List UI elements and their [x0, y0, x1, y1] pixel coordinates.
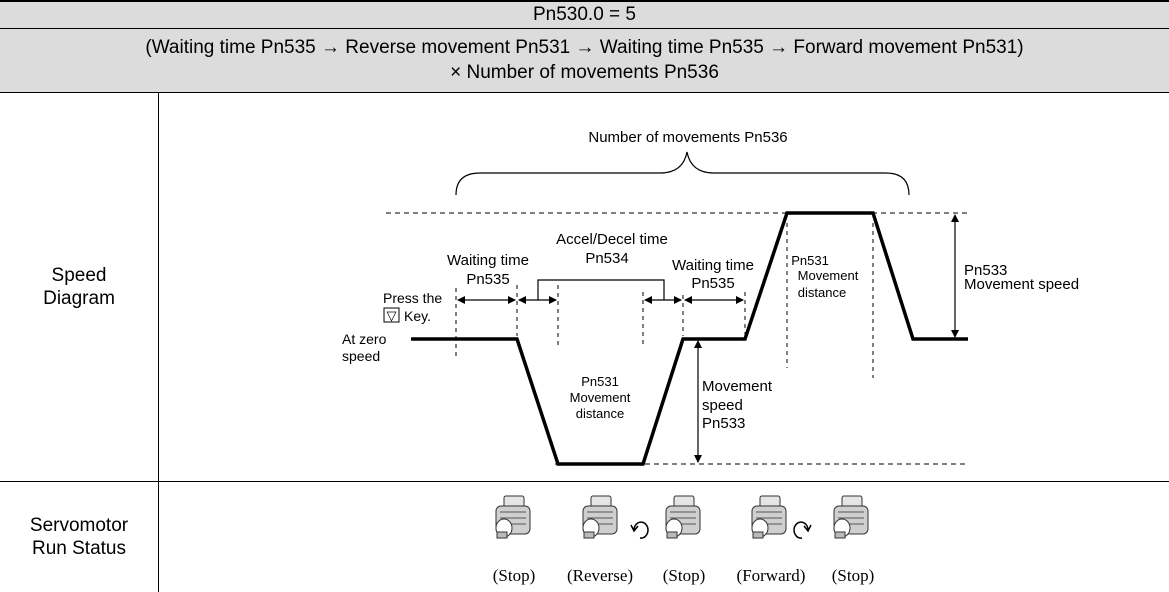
run-status-label: Servomotor Run Status	[29, 515, 129, 559]
accel-param-label: Pn534	[585, 250, 628, 267]
column-divider	[158, 93, 159, 592]
servomotor-icon	[751, 495, 787, 539]
waiting-time-label-2: Waiting time	[672, 257, 754, 274]
down-key-symbol: ▽	[387, 308, 397, 323]
forward-arrow-head	[803, 524, 812, 533]
servomotor-icon	[582, 495, 618, 539]
forward-distance-label-1: Pn531	[791, 253, 829, 268]
reverse-distance-label-2: Movement	[570, 390, 631, 405]
press-key-label-2: Key.	[404, 308, 431, 324]
right-speed-label-1: Pn533	[964, 262, 1007, 279]
forward-rotation-icon	[793, 521, 809, 539]
time-markers	[455, 223, 874, 378]
movements-brace	[455, 151, 910, 196]
reverse-arrow-head	[630, 524, 639, 533]
state-label: (Stop)	[832, 566, 875, 585]
reverse-distance-label-1: Pn531	[581, 374, 619, 389]
zero-speed-label-1: At zero	[342, 331, 387, 347]
row-divider	[0, 481, 1169, 482]
sequence-header: (Waiting time Pn535 → Reverse movement P…	[0, 29, 1169, 93]
forward-distance-label-3: distance	[798, 285, 846, 300]
accel-bracket	[537, 279, 665, 300]
right-speed-label-2: Movement speed	[964, 276, 1079, 293]
state-label: (Reverse)	[567, 566, 633, 585]
forward-distance-label-2: Movement	[798, 268, 859, 283]
movements-label: Number of movements Pn536	[588, 129, 787, 146]
speed-profile	[411, 211, 968, 466]
movement-speed-label-1: Movement	[702, 378, 773, 395]
mode-title: Pn530.0 = 5	[532, 4, 636, 25]
zero-speed-label-2: speed	[342, 348, 380, 364]
state-label: (Forward)	[737, 566, 806, 585]
speed-diagram-label: Speed Diagram	[43, 265, 115, 309]
time-arrows	[457, 214, 959, 463]
state-label: (Stop)	[493, 566, 536, 585]
waiting-param-label-2: Pn535	[691, 275, 734, 292]
reverse-distance-label-3: distance	[576, 406, 624, 421]
waiting-param-label-1: Pn535	[466, 271, 509, 288]
mode-header: Pn530.0 = 5	[0, 0, 1169, 29]
servomotor-icon	[833, 495, 869, 539]
waiting-time-label-1: Waiting time	[447, 252, 529, 269]
sequence-line-1: (Waiting time Pn535 → Reverse movement P…	[145, 37, 1024, 58]
servomotor-icon	[495, 495, 531, 539]
servomotor-icon	[665, 495, 701, 539]
sequence-line-2: × Number of movements Pn536	[450, 62, 719, 83]
reverse-rotation-icon	[633, 521, 649, 539]
down-key-icon	[383, 307, 400, 323]
state-label: (Stop)	[663, 566, 706, 585]
movement-speed-label-3: Pn533	[702, 415, 745, 432]
accel-time-label: Accel/Decel time	[556, 231, 668, 248]
press-key-label: Press the	[383, 290, 442, 306]
movement-speed-label-2: speed	[702, 397, 743, 414]
